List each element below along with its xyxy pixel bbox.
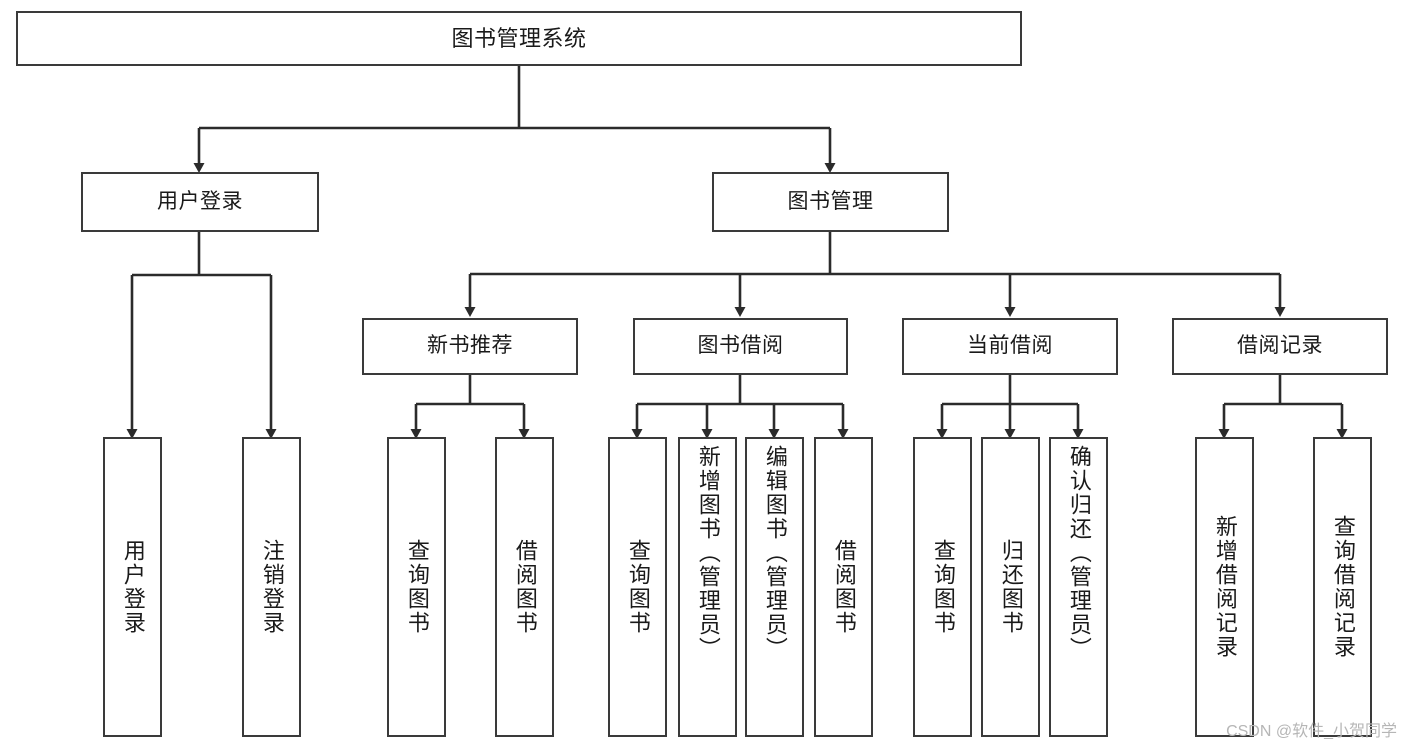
node-label: 图书管理系统 [451,25,587,51]
node-label: 新书推荐 [427,334,513,358]
node-label: 查询图书 [625,539,651,635]
node-book-borrow[interactable]: 图书借阅 [633,318,848,375]
node-label: 借阅记录 [1237,334,1323,358]
leaf-query-borrow-record[interactable]: 查询借阅记录 [1313,437,1372,737]
node-label: 图书管理 [787,189,874,213]
leaf-return-book[interactable]: 归还图书 [981,437,1040,737]
node-borrow-record[interactable]: 借阅记录 [1172,318,1388,375]
node-label: 图书借阅 [697,334,784,358]
leaf-borrow-book[interactable]: 借阅图书 [814,437,873,737]
node-label: 编辑图书（管理员） [762,445,788,661]
leaf-add-borrow-record[interactable]: 新增借阅记录 [1195,437,1254,737]
node-current-borrow[interactable]: 当前借阅 [902,318,1118,375]
node-root-book-management-system[interactable]: 图书管理系统 [16,11,1022,66]
node-label: 用户登录 [120,539,146,635]
node-label: 查询借阅记录 [1330,515,1356,659]
node-label: 查询图书 [930,539,956,635]
node-label: 确认归还（管理员） [1066,445,1092,661]
node-user-login[interactable]: 用户登录 [81,172,319,232]
leaf-query-book-current[interactable]: 查询图书 [913,437,972,737]
node-label: 借阅图书 [512,539,538,635]
node-label: 用户登录 [157,189,243,213]
node-label: 借阅图书 [831,539,857,635]
node-book-management[interactable]: 图书管理 [712,172,949,232]
node-label: 当前借阅 [967,334,1053,358]
node-label: 新增图书（管理员） [695,445,721,661]
leaf-confirm-return[interactable]: 确认归还（管理员） [1049,437,1108,737]
node-label: 归还图书 [998,539,1024,635]
leaf-query-book-recommend[interactable]: 查询图书 [387,437,446,737]
node-label: 新增借阅记录 [1212,515,1238,659]
node-label: 查询图书 [404,539,430,635]
leaf-logout-login[interactable]: 注销登录 [242,437,301,737]
leaf-query-book-borrow[interactable]: 查询图书 [608,437,667,737]
watermark: CSDN @软件_小贺同学 [1226,723,1397,740]
leaf-edit-book[interactable]: 编辑图书（管理员） [745,437,804,737]
node-new-book-recommend[interactable]: 新书推荐 [362,318,578,375]
leaf-add-book[interactable]: 新增图书（管理员） [678,437,737,737]
leaf-borrow-book-recommend[interactable]: 借阅图书 [495,437,554,737]
node-label: 注销登录 [259,539,285,635]
leaf-user-login[interactable]: 用户登录 [103,437,162,737]
